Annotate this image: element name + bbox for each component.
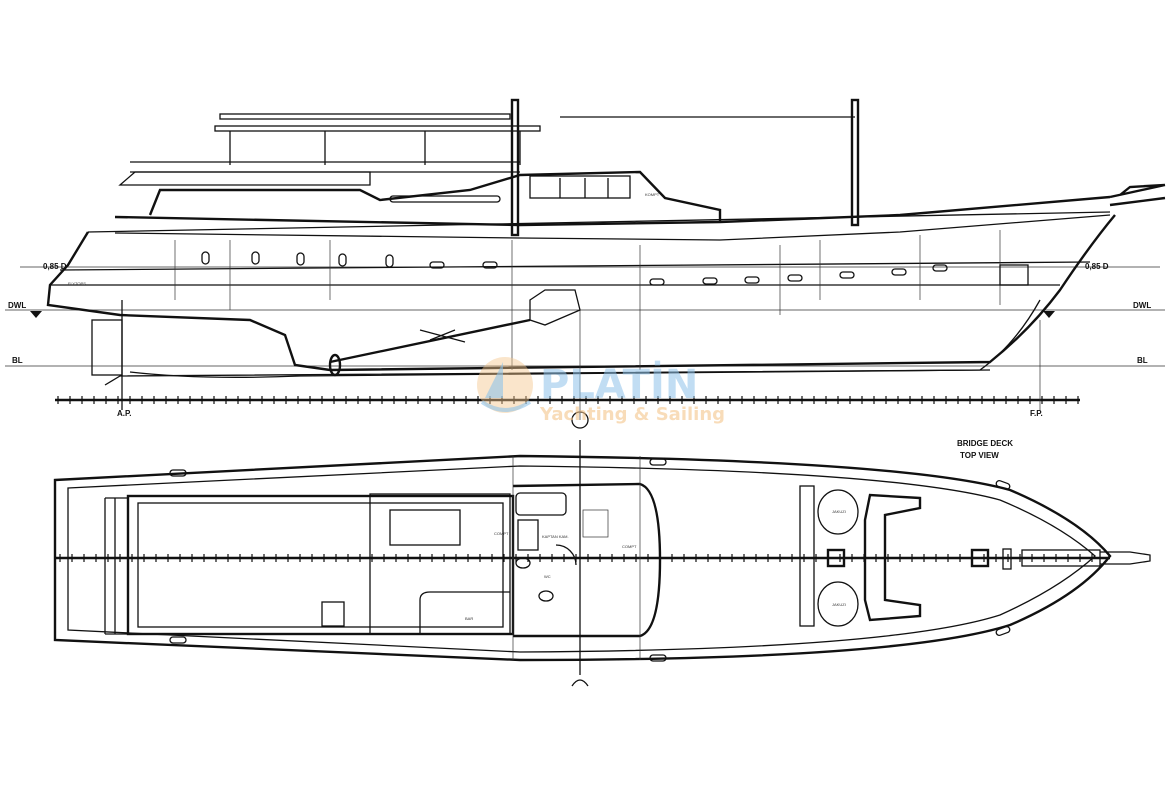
superstructure (148, 170, 722, 222)
midship-symbol (571, 679, 589, 687)
rail-top (114, 195, 1111, 227)
seat-bench (799, 485, 815, 627)
jacuzzi-starboard (817, 581, 859, 627)
room-label: KOMPT (645, 192, 660, 197)
watermark-brand: PLATİN (540, 360, 698, 408)
rudder (91, 319, 123, 376)
sun-deck (126, 494, 515, 636)
bl-label-right: BL (1137, 356, 1148, 365)
sink (538, 590, 554, 602)
stairs (321, 601, 345, 627)
bl-label-left: BL (12, 356, 23, 365)
main-mast (510, 98, 520, 237)
dwl-marker-left (30, 311, 42, 318)
hull-outline (46, 214, 1116, 372)
view-title: BRIDGE DECK (957, 439, 1013, 448)
room-label: WC (544, 574, 551, 579)
view-subtitle: TOP VIEW (960, 451, 999, 460)
draft-label-right: 0,85 D (1085, 262, 1109, 271)
awning (219, 113, 511, 120)
helm-console (515, 492, 567, 516)
bulkheads (174, 230, 1001, 420)
deck-outline (53, 454, 1112, 662)
jacuzzi-port (817, 489, 859, 535)
scale-ticks (57, 396, 1079, 404)
room-label: FLYTOPS (68, 281, 86, 286)
ap-label: A.P. (117, 409, 132, 418)
centerline-ticks (59, 554, 1093, 562)
watermark-logo: PLATİN Yachting & Sailing (477, 357, 725, 425)
u-seating (863, 493, 922, 622)
room-label: KAPTAN KAM. (542, 534, 569, 539)
portholes (201, 251, 948, 286)
engine (529, 289, 581, 326)
room-label: COMPT (494, 531, 509, 536)
chart-table (517, 519, 539, 551)
room-label: JAKUZI (832, 509, 846, 514)
room-label: JAKUZI (832, 602, 846, 607)
bimini-top (214, 125, 541, 132)
anchor-locker (999, 264, 1029, 286)
flybridge-deck (118, 171, 371, 186)
dwl-label-left: DWL (8, 301, 26, 310)
profile-view: 0,85 D 0,85 D DWL DWL BL BL FLYTOPS KOMP… (5, 98, 1166, 429)
sailboat-logo-icon (477, 357, 533, 413)
watermark-tagline: Yachting & Sailing (539, 404, 725, 425)
dwl-label-right: DWL (1133, 301, 1151, 310)
fp-label: F.P. (1030, 409, 1043, 418)
room-label: COMPT (622, 544, 637, 549)
stairs (582, 509, 609, 538)
midship-symbol (571, 411, 589, 429)
deckhouse (512, 482, 662, 638)
draft-label-left: 0,85 D (43, 262, 67, 271)
top-view: BRIDGE DECK TOP VIEW KAPTAN KAM. WC COMP… (53, 439, 1151, 687)
sofa (389, 509, 461, 546)
dwl-marker-right (1043, 311, 1055, 318)
cleats (169, 458, 1011, 662)
room-label: BAR (465, 616, 473, 621)
propeller (328, 353, 342, 377)
fore-mast (850, 98, 860, 227)
propeller-shaft (329, 318, 531, 364)
